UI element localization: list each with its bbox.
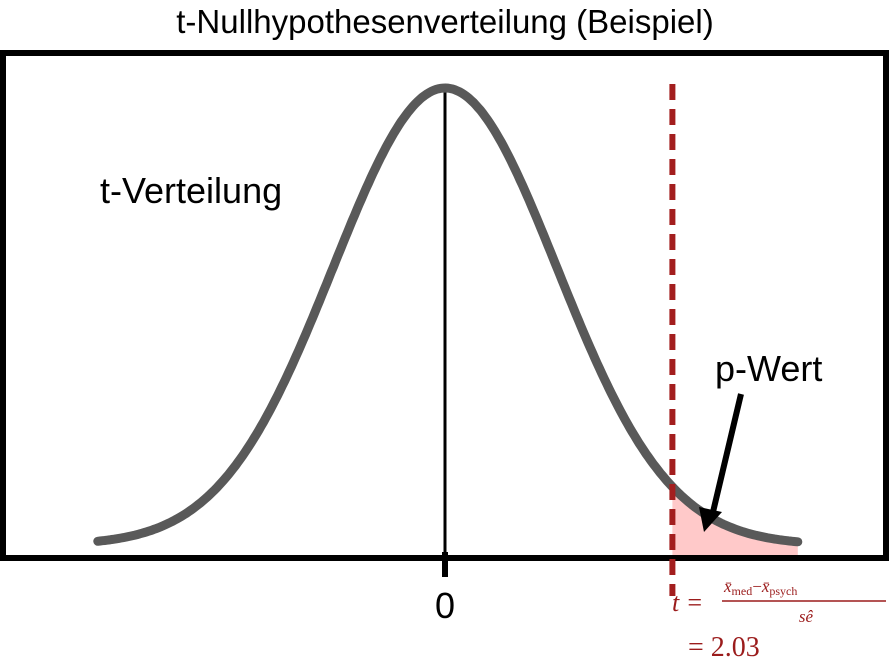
formula-numerator: x̄med−x̄psych: [723, 577, 797, 598]
formula-t: t =: [672, 588, 703, 617]
curve-label: t-Verteilung: [100, 170, 282, 211]
chart-title: t-Nullhypothesenverteilung (Beispiel): [176, 3, 714, 40]
p-value-area: [672, 486, 798, 555]
formula-denominator: sê: [799, 607, 814, 626]
t-formula: t = x̄med−x̄psych sê = 2.03: [672, 577, 886, 659]
p-value-arrow-head: [699, 507, 722, 532]
p-value-label: p-Wert: [715, 348, 822, 389]
x-tick-label-0: 0: [435, 585, 455, 626]
t-distribution-curve: [93, 83, 803, 547]
formula-result: = 2.03: [688, 632, 760, 659]
p-value-arrow-shaft: [710, 393, 744, 513]
